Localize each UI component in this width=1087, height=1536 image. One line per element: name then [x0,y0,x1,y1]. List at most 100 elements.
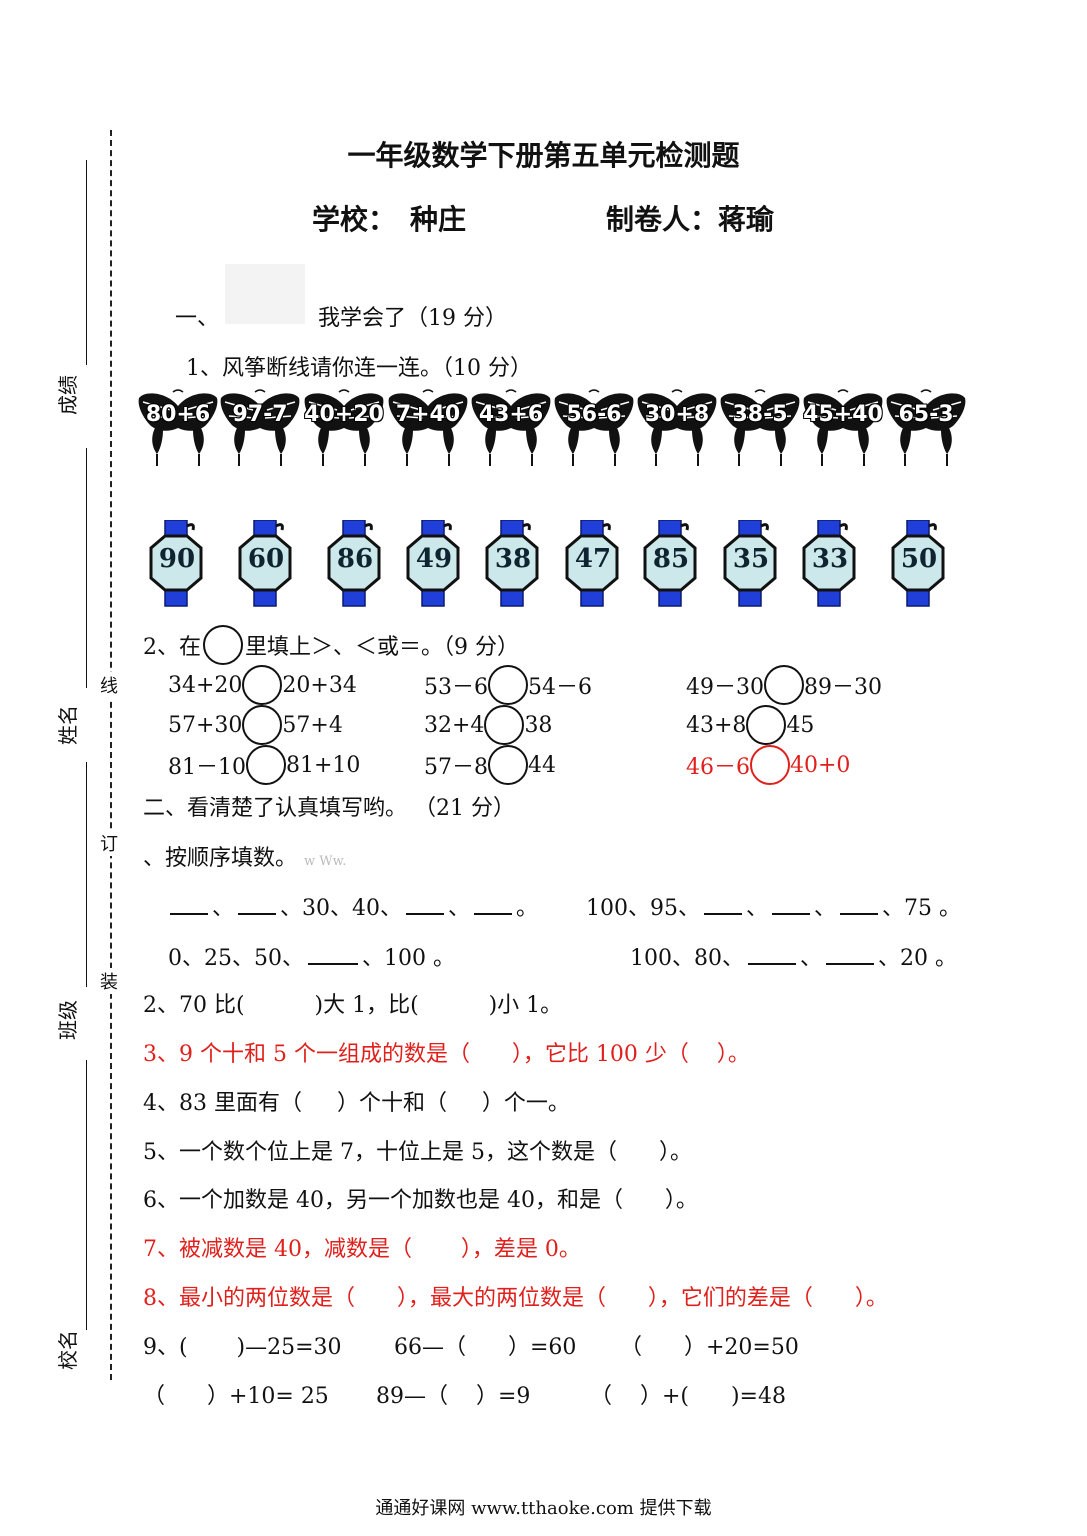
comparison-left: 57－8 [424,755,488,780]
kite-label: 45+40 [803,402,883,427]
badge-number: 35 [732,544,770,574]
answer-badge[interactable]: 47 [563,519,623,610]
fill-blank[interactable] [772,895,811,915]
badge-number: 60 [247,544,285,574]
binding-word-line: 线 [100,672,118,698]
fill-blank[interactable] [826,945,875,965]
compare-circle[interactable] [488,665,528,705]
comparison-left: 32+4 [424,712,485,738]
fill-blank[interactable] [406,895,445,915]
comparison-right: 89－30 [804,675,882,700]
fill-blank[interactable] [238,895,277,915]
comparison-right: 54－6 [528,675,592,700]
compare-circle[interactable] [746,705,787,745]
kite[interactable]: 43+6 [470,388,552,476]
compare-circle[interactable] [750,745,790,785]
compare-circle[interactable] [246,745,286,785]
sequence-text: 100、95、 [586,896,700,921]
fill-blank[interactable] [170,895,208,915]
school-value: 种庄 [410,203,467,236]
fill-blank[interactable] [474,895,513,915]
sequence-text: 、 [448,896,471,921]
compare-circle[interactable] [242,665,283,705]
fill-blank[interactable] [704,895,742,915]
kite[interactable]: 30+8 [636,388,718,476]
kite[interactable]: 80+6 [137,388,219,476]
answer-badge[interactable]: 60 [236,519,296,610]
kite[interactable]: 65-3 [885,388,967,476]
sequence-text: 。 [516,896,539,921]
kite[interactable]: 7+40 [387,388,469,476]
answer-badge[interactable]: 50 [889,519,949,610]
sequence-text: 、100 。 [362,946,455,971]
answer-badge[interactable]: 85 [641,519,701,610]
binding-word-order: 订 [100,830,118,856]
school-name-label: 校名 [56,1330,80,1370]
compare-circle[interactable] [484,705,525,745]
sequence-text: 、75 。 [882,896,962,921]
answer-badge[interactable]: 33 [800,519,860,610]
sequence-text: 、 [212,896,235,921]
question-1-2-suffix: 里填上＞、＜或＝。（9 分） [245,635,519,660]
author-value: 蒋瑜 [718,203,775,236]
sequence-4: 100、80、、、20 。 [630,940,957,972]
sequence-text: 、30、40、 [280,896,403,921]
question-2-9-c: （ ）+20=50 [620,1335,799,1360]
question-2-9-d: （ ）+10= 25 [143,1384,329,1409]
answer-badge[interactable]: 38 [483,519,543,610]
question-2-9-a: 9、( )—25=30 [143,1335,342,1360]
kite[interactable]: 97-7 [219,388,301,476]
comparison-item: 53－6 54－6 [424,665,592,705]
comparison-right: 45 [786,712,815,738]
compare-circle[interactable] [488,745,528,785]
question-2-7: 7、被减数是 40，减数是（ ），差是 0。 [143,1237,581,1262]
section2-title: 二、看清楚了认真填写哟。 （21 分） [143,796,515,821]
compare-circle[interactable] [764,665,804,705]
section1-number: 一、 [175,306,220,331]
comparison-item: 49－30 89－30 [686,665,882,705]
question-2-1-text: 、按顺序填数。 [143,846,298,871]
fill-blank[interactable] [748,945,796,965]
answer-badge[interactable]: 86 [325,519,385,610]
question-2-5: 5、一个数个位上是 7，十位上是 5，这个数是（ ）。 [143,1140,692,1165]
sequence-3: 0、25、50、 、100 。 [168,940,455,972]
fill-blank[interactable] [840,895,879,915]
fill-blank[interactable] [308,945,358,965]
question-1-2: 2、在 里填上＞、＜或＝。（9 分） [143,625,519,665]
kite[interactable]: 56-6 [553,388,635,476]
kite[interactable]: 40+20 [303,388,385,476]
answer-badge[interactable]: 49 [404,519,464,610]
compare-circle[interactable] [242,705,283,745]
question-1-1: 1、风筝断线请你连一连。（10 分） [186,356,532,381]
comparison-left: 57+30 [168,712,243,738]
comparison-left: 49－30 [686,675,764,700]
comparison-right: 20+34 [282,672,357,698]
school-label: 学校： [312,203,397,236]
kite-label: 40+20 [304,402,384,427]
kite-label: 97-7 [232,402,288,427]
comparison-right: 38 [524,712,553,738]
kite[interactable]: 45+40 [802,388,884,476]
author-label: 制卷人： [606,203,719,236]
sequence-text: 100、80、 [630,946,744,971]
kite[interactable]: 38-5 [719,388,801,476]
grade-line [86,160,87,365]
badge-number: 85 [652,544,690,574]
sequence-text: 、 [746,896,769,921]
answer-badge[interactable]: 90 [147,519,207,610]
sequence-text: 0、25、50、 [168,946,304,971]
binding-word-bind: 装 [100,968,118,994]
comparison-left: 53－6 [424,675,488,700]
badge-number: 86 [336,544,374,574]
binding-dashed-line [110,130,112,1380]
answer-badge[interactable]: 35 [721,519,781,610]
class-label: 班级 [56,1000,80,1040]
comparison-left: 46－6 [686,755,750,780]
sequence-text: 、 [800,946,823,971]
class-line [86,762,87,987]
